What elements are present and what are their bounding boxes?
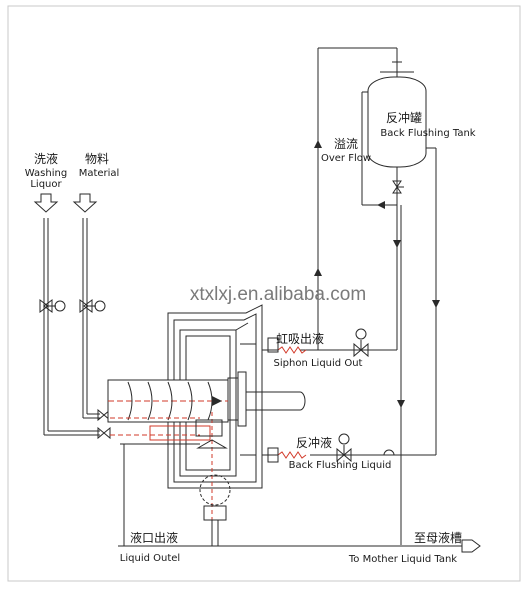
outlet-label-en: Liquid Outel: [120, 553, 180, 564]
backflush-label-cn: 反冲液: [296, 435, 332, 450]
washing-inlet-valve: [39, 299, 66, 313]
watermark: xtxlxj.en.alibaba.com: [190, 284, 366, 305]
overflow-label-cn: 溢流: [334, 137, 358, 151]
inlet-pipes: [43, 218, 100, 436]
siphon-pipe: [262, 337, 307, 354]
siphon-valve: [353, 328, 369, 358]
discharge-chute: [199, 474, 231, 546]
washing-inlet-arrow: [33, 193, 59, 213]
screw-conveyor: [107, 379, 229, 423]
backflush-label-en: Back Flushing Liquid: [289, 460, 392, 471]
tank-label-en: Back Flushing Tank: [380, 128, 475, 139]
feed-lines: [110, 412, 213, 520]
material-inlet-valve: [79, 299, 106, 313]
siphon-label-cn: 虹吸出液: [276, 331, 324, 346]
tank-label-cn: 反冲罐: [386, 110, 422, 125]
material-inlet-arrow: [72, 193, 98, 213]
material-label-cn: 物料: [85, 152, 109, 166]
drive-assembly: [120, 419, 228, 449]
tank-piping: [300, 47, 437, 545]
collection-line: [118, 444, 481, 553]
tank-outlet-valve: [392, 180, 404, 194]
basket-drum: [227, 343, 306, 456]
material-label-en: Material: [79, 168, 120, 179]
overflow-label-en: Over Flow: [321, 153, 371, 164]
outlet-label-cn: 液口出液: [130, 530, 178, 545]
mother-tank-label-en: To Mother Liquid Tank: [348, 554, 457, 565]
mother-tank-label-cn: 至母液槽: [414, 530, 462, 545]
washing-label-en-2: Liquor: [30, 179, 62, 190]
washing-label-en-1: Washing: [25, 168, 67, 179]
siphon-label-en: Siphon Liquid Out: [274, 358, 363, 369]
backflush-pipe: [262, 447, 395, 463]
washing-label-cn: 洗液: [34, 151, 58, 166]
centrifuge-housing: [167, 304, 263, 489]
backflush-valve: [336, 433, 352, 463]
flow-arrows: [314, 140, 440, 408]
diagram-border: [7, 5, 521, 582]
